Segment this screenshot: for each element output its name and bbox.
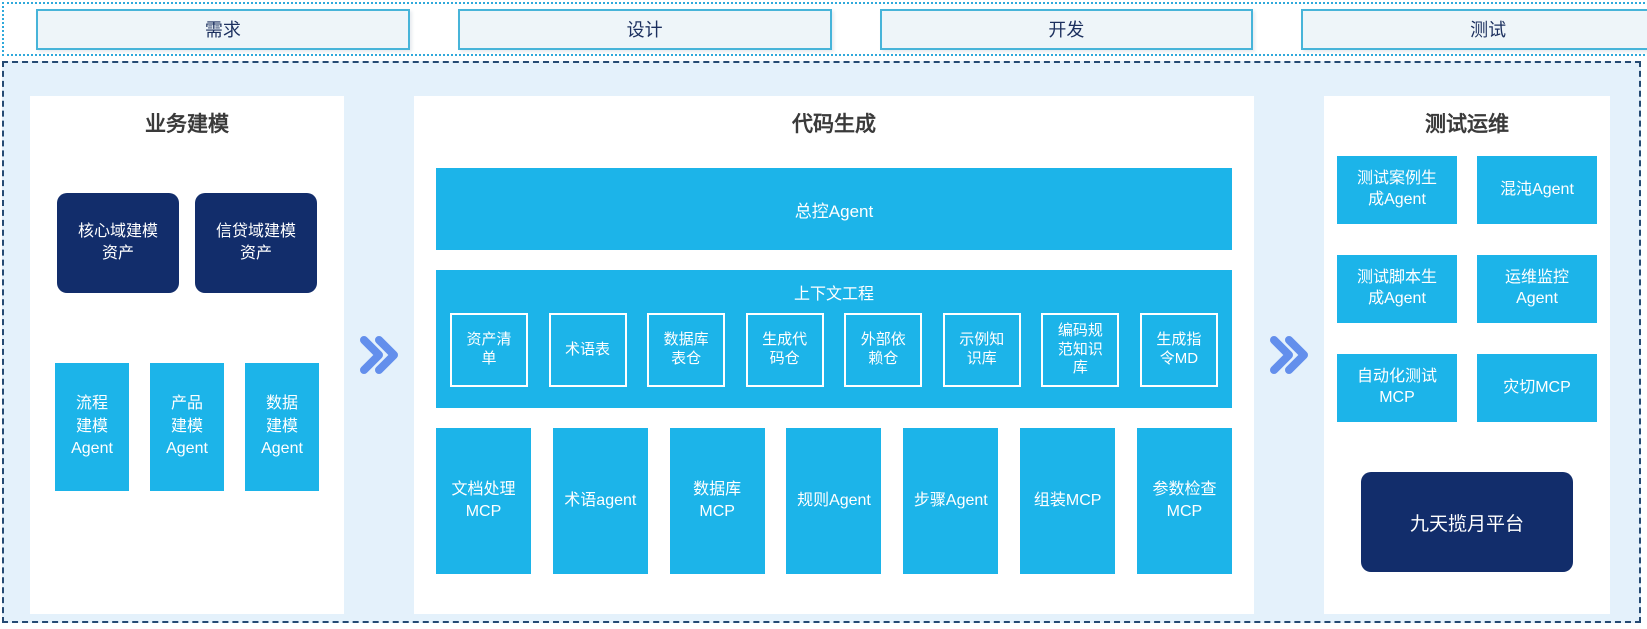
phase-box-testing: 测试 [1301,8,1647,50]
modeling-assets-row: 核心域建模 资产 信贷域建模 资产 [57,193,317,293]
panel-title-test-ops: 测试运维 [1425,113,1509,136]
asset-box-core-domain: 核心域建模 资产 [57,193,179,293]
tool-box-rule-agent: 规则Agent [786,428,882,574]
context-engineering-block: 上下文工程 资产清 单 术语表 数据库 表仓 生成代 码仓 外部依 赖仓 示例知… [436,270,1232,408]
code-generation-tools-row: 文档处理 MCP 术语agent 数据库 MCP 规则Agent 步骤Agent… [436,428,1232,574]
ops-box-ops-monitoring-agent: 运维监控 Agent [1477,255,1597,323]
ctx-box-external-dependency-repo: 外部依 赖仓 [844,313,923,387]
phase-box-design: 设计 [457,8,832,50]
panel-business-modeling: 业务建模 核心域建模 资产 信贷域建模 资产 流程 建模 Agent 产品 建模… [30,96,344,614]
tool-box-step-agent: 步骤Agent [903,428,999,574]
ctx-box-generation-instruction-md: 生成指 令MD [1139,313,1218,387]
tool-box-database-mcp: 数据库 MCP [669,428,765,574]
double-chevron-icon [1270,336,1308,374]
agent-box-product-modeling: 产品 建模 Agent [150,363,224,491]
tool-box-doc-processing-mcp: 文档处理 MCP [436,428,531,574]
agent-box-data-modeling: 数据 建模 Agent [245,363,319,491]
test-ops-grid: 测试案例生 成Agent 混沌Agent 测试脚本生 成Agent 运维监控 A… [1337,156,1597,422]
ctx-box-coding-standard-knowledge-base: 编码规 范知识 库 [1041,313,1120,387]
ops-box-automated-testing-mcp: 自动化测试 MCP [1337,354,1457,422]
tool-box-parameter-check-mcp: 参数检查 MCP [1136,428,1232,574]
ctx-box-glossary: 术语表 [548,313,627,387]
phase-box-requirements: 需求 [36,8,410,50]
panel-title-business-modeling: 业务建模 [145,113,229,136]
flow-arrow-left [344,96,414,614]
context-engineering-items: 资产清 单 术语表 数据库 表仓 生成代 码仓 外部依 赖仓 示例知 识库 编码… [450,313,1218,387]
main-band: 业务建模 核心域建模 资产 信贷域建模 资产 流程 建模 Agent 产品 建模… [2,61,1641,623]
ctx-box-database-table-repo: 数据库 表仓 [647,313,726,387]
ctx-box-example-knowledge-base: 示例知 识库 [942,313,1021,387]
panel-code-generation: 代码生成 总控Agent 上下文工程 资产清 单 术语表 数据库 表仓 生成代 … [414,96,1254,614]
ops-box-chaos-agent: 混沌Agent [1477,156,1597,224]
asset-box-credit-domain: 信贷域建模 资产 [195,193,317,293]
context-engineering-title: 上下文工程 [793,286,874,303]
phase-box-development: 开发 [879,8,1254,50]
ctx-box-generated-code-repo: 生成代 码仓 [745,313,824,387]
panel-test-ops: 测试运维 测试案例生 成Agent 混沌Agent 测试脚本生 成Agent 运… [1324,96,1610,614]
tool-box-glossary-agent: 术语agent [552,428,648,574]
modeling-agents-row: 流程 建模 Agent 产品 建模 Agent 数据 建模 Agent [55,363,319,491]
agent-box-process-modeling: 流程 建模 Agent [55,363,129,491]
flow-arrow-right [1254,96,1324,614]
double-chevron-icon [360,336,398,374]
jiutian-lanyue-platform-box: 九天揽月平台 [1361,472,1573,572]
ops-box-test-case-generation-agent: 测试案例生 成Agent [1337,156,1457,224]
tool-box-assembly-mcp: 组装MCP [1020,428,1116,574]
ctx-box-asset-list: 资产清 单 [450,313,528,387]
master-agent-bar: 总控Agent [436,168,1232,250]
phase-band: 需求 设计 开发 测试 [2,2,1647,56]
panel-title-code-generation: 代码生成 [792,113,876,136]
ops-box-disaster-switch-mcp: 灾切MCP [1477,354,1597,422]
ops-box-test-script-generation-agent: 测试脚本生 成Agent [1337,255,1457,323]
